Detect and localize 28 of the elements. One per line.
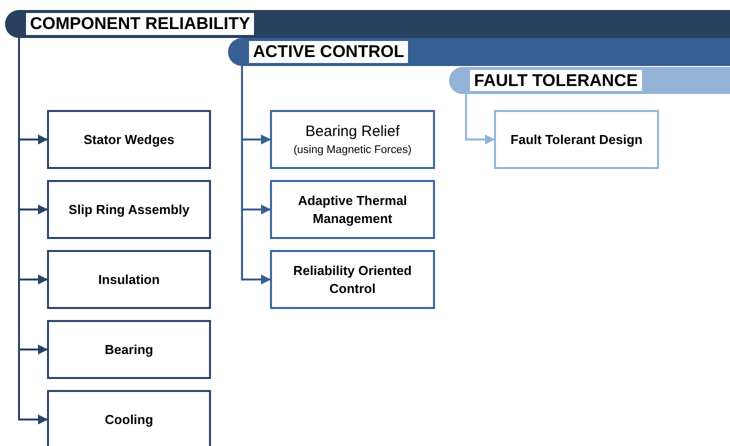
item-title: Stator Wedges <box>84 130 174 148</box>
connector-arrow <box>465 94 495 144</box>
category-heading: ACTIVE CONTROL <box>249 41 408 63</box>
category-item-box <box>47 110 211 169</box>
item-title: Adaptive Thermal Management <box>296 192 408 228</box>
category-item-box <box>270 180 435 239</box>
category-item-box <box>47 320 211 379</box>
category-band <box>449 67 730 94</box>
category-item-box <box>270 110 435 169</box>
category-heading: FAULT TOLERANCE <box>470 70 642 91</box>
category-band <box>228 38 730 66</box>
category-item-box <box>47 390 211 446</box>
item-title: Slip Ring Assembly <box>68 200 190 218</box>
item-title: Fault Tolerant Design <box>510 130 642 148</box>
category-item-box <box>494 110 659 169</box>
connector-arrow <box>18 38 48 424</box>
item-title: Insulation <box>98 270 160 288</box>
category-item-box <box>270 250 435 309</box>
item-title: Bearing <box>104 340 154 358</box>
item-title: Cooling <box>104 410 154 428</box>
connector-arrow <box>241 66 271 284</box>
item-subtitle: (using Magnetic Forces) <box>294 142 412 158</box>
category-item-box <box>47 180 211 239</box>
category-heading: COMPONENT RELIABILITY <box>26 13 254 35</box>
item-title: Bearing Relief <box>305 122 400 142</box>
category-item-box <box>47 250 211 309</box>
item-title: Reliability Oriented Control <box>292 262 413 298</box>
category-band <box>5 10 730 38</box>
